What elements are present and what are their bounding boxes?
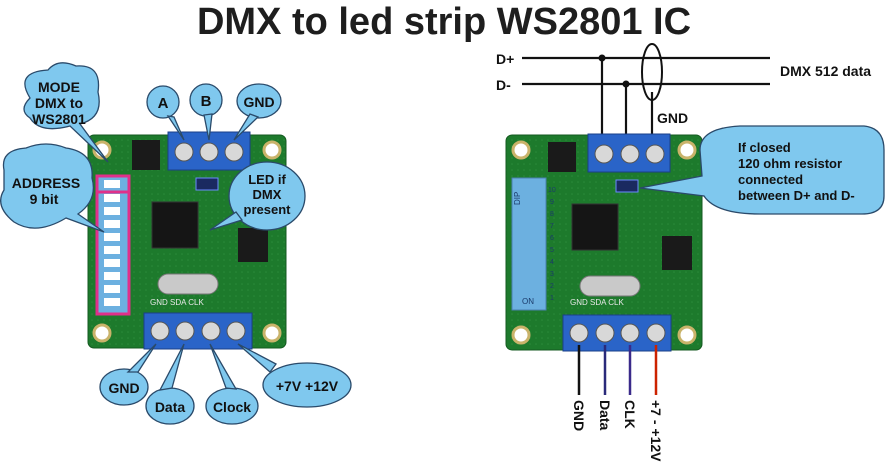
dip-num-6: 6	[550, 235, 554, 242]
wire-power-label: +7 - +12V	[648, 400, 664, 462]
d-minus-junction	[622, 80, 630, 88]
led-callout	[228, 161, 306, 231]
left-hole-tr	[262, 140, 282, 160]
resistor-note-line1: If closed	[738, 140, 791, 155]
cable-shield	[641, 43, 663, 101]
left-hole-tl	[92, 140, 112, 160]
left-callouts	[0, 62, 352, 425]
dip-num-4: 4	[550, 259, 554, 266]
address-callout	[0, 143, 105, 233]
output-wires	[577, 345, 658, 395]
left-hole-br	[262, 323, 282, 343]
mode-callout	[23, 62, 109, 163]
led-label-line1: LED if	[248, 172, 286, 187]
dip-num-8: 8	[550, 211, 554, 218]
right-hole-bl	[511, 325, 531, 345]
gnd-top-callout	[236, 83, 282, 119]
right-dip-switch	[511, 177, 547, 311]
right-hole-tr	[677, 140, 697, 160]
d-minus-label: D-	[496, 77, 511, 93]
mode-label-line3: WS2801	[32, 111, 86, 127]
shield-gnd-label: GND	[657, 110, 688, 126]
right-regulator	[662, 236, 692, 270]
wire-gnd-label: GND	[571, 400, 587, 431]
right-hole-br	[677, 325, 697, 345]
right-on-label: ON	[522, 297, 534, 306]
led-label-line2: DMX	[253, 187, 282, 202]
dip-num-9: 9	[550, 199, 554, 206]
mode-label-line2: DMX to	[35, 95, 83, 111]
left-callout-labels: MODE DMX to WS2801 ADDRESS 9 bit A B GND…	[12, 79, 339, 415]
left-ic-top	[132, 140, 160, 170]
mode-label-line1: MODE	[38, 79, 80, 95]
wire-data-label: Data	[597, 400, 613, 431]
right-dip-label: DIP	[513, 192, 522, 205]
left-hole-bl	[92, 323, 112, 343]
dip-num-5: 5	[550, 247, 554, 254]
dip-num-7: 7	[550, 223, 554, 230]
dmx-bus	[522, 56, 770, 145]
resistor-note-line2: 120 ohm resistor	[738, 156, 842, 171]
a-label: A	[158, 95, 169, 112]
dip-num-1: 1	[550, 295, 554, 302]
gnd-bottom-label: GND	[108, 380, 139, 396]
right-hole-tl	[511, 140, 531, 160]
data-label: Data	[155, 399, 186, 415]
clock-label: Clock	[213, 399, 251, 415]
d-plus-label: D+	[496, 51, 514, 67]
a-callout	[146, 85, 180, 119]
power-callout	[262, 362, 352, 408]
power-label: +7V +12V	[276, 378, 339, 394]
right-crystal	[579, 275, 641, 297]
resistor-callout: If closed 120 ohm resistor connected bet…	[639, 125, 885, 215]
right-mcu	[571, 203, 619, 251]
gnd-top-label: GND	[243, 94, 274, 110]
dip-num-2: 2	[550, 283, 554, 290]
d-plus-junction	[598, 54, 606, 62]
left-silk-pins: GND SDA CLK	[150, 298, 204, 307]
wire-clk-label: CLK	[622, 400, 638, 429]
gnd-bottom-callout	[99, 368, 149, 406]
left-dip-mode-highlight	[95, 174, 131, 194]
address-label-line1: ADDRESS	[12, 175, 80, 191]
b-label: B	[201, 93, 212, 110]
right-ic-top	[548, 142, 576, 172]
address-label-line2: 9 bit	[30, 191, 59, 207]
right-board: DIP 1 2 3 4 5 6 7 8 9 10 ON GND SDA CLK	[505, 133, 703, 352]
left-jumper	[195, 177, 219, 191]
dip-num-10: 10	[548, 187, 556, 194]
left-crystal	[157, 273, 219, 295]
dip-num-3: 3	[550, 271, 554, 278]
left-regulator	[238, 228, 268, 262]
page-title: DMX to led strip WS2801 IC	[196, 1, 692, 43]
led-label-line3: present	[244, 202, 292, 217]
resistor-note-line4: between D+ and D-	[738, 188, 855, 203]
left-mcu	[151, 201, 199, 249]
right-jumper	[615, 179, 639, 193]
bus-label: DMX 512 data	[780, 63, 871, 79]
resistor-note-line3: connected	[738, 172, 803, 187]
right-silk-pins: GND SDA CLK	[570, 298, 624, 307]
